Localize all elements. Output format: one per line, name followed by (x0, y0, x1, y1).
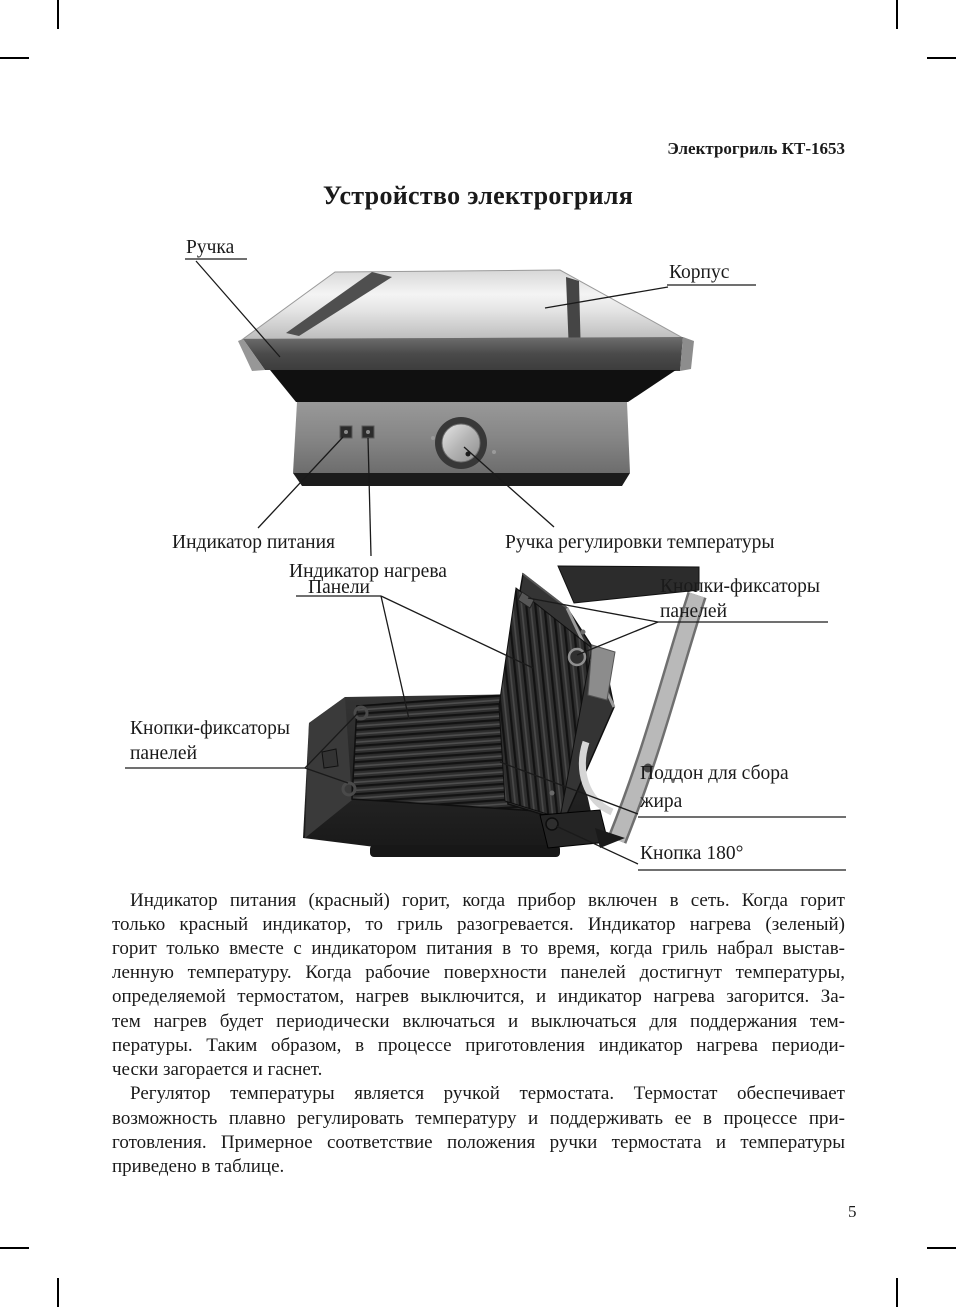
body-line: Индикатор питания (красный) горит, когда… (130, 890, 845, 911)
body-line: приведено в таблице. (112, 1156, 285, 1177)
hinge-arm-hole (643, 763, 653, 773)
label-latch-left-line1: Кнопки-фиксаторы (130, 718, 290, 739)
body-line: определяемой термостатом, нагрев выключи… (112, 986, 845, 1007)
side-latch-button (321, 748, 339, 769)
crop-mark-bottom-right-v (896, 1278, 898, 1307)
crop-mark-top-left-h (0, 57, 29, 59)
crop-mark-bottom-left-v (57, 1278, 59, 1307)
label-handle: Ручка (186, 237, 235, 258)
figure1-leader-lines (185, 258, 756, 557)
hinge-arm (610, 592, 705, 843)
hinge-bracket (587, 644, 616, 701)
body-line: только красный индикатор, то гриль разог… (112, 914, 845, 935)
label-button-180: Кнопка 180° (640, 843, 744, 864)
base-foot-strip (293, 473, 630, 486)
page-header: Электрогриль КТ-1653 (667, 139, 845, 158)
crop-mark-bottom-left-h (0, 1247, 29, 1249)
label-latch-right-line2: панелей (660, 601, 728, 622)
label-latch-left-line2: панелей (130, 743, 198, 764)
drip-tray (579, 740, 614, 816)
crop-mark-top-right-h (927, 57, 956, 59)
open-grill-handle (557, 565, 700, 604)
label-drip-tray-line2: жира (640, 791, 683, 812)
handle-band-right-cap (680, 337, 694, 371)
figure2-leader-lines (125, 595, 846, 871)
grill-mid-shadow (270, 370, 676, 402)
body-line: тем нагрев будет периодически включаться… (112, 1011, 845, 1032)
label-latch-right-line1: Кнопки-фиксаторы (660, 576, 820, 597)
crop-mark-top-right-v (896, 0, 898, 29)
figure2-open-grill (303, 565, 707, 857)
body-line: возможность плавно регулировать температ… (112, 1108, 845, 1129)
body-line: горит только вместе с индикатором питани… (112, 938, 845, 959)
handle-band-left-cap (238, 339, 265, 371)
button-180 (545, 817, 559, 831)
lower-panel-latch-top (353, 705, 369, 721)
label-temp-knob: Ручка регулировки температуры (505, 532, 775, 553)
body-line: Регулятор температуры является ручкой те… (130, 1083, 845, 1104)
lid-left-edge (286, 272, 392, 336)
upper-panel-latch-button (567, 647, 587, 667)
body-line: готовления. Примерное соответствие полож… (112, 1132, 845, 1153)
knob-pointer-dot (465, 451, 471, 457)
handle-front-band (243, 337, 683, 371)
lower-panel-latch-bottom (341, 781, 357, 797)
label-power-indicator: Индикатор питания (172, 532, 335, 553)
body-line: ленную температуру. Когда рабочие поверх… (112, 962, 845, 983)
grill-feet (370, 845, 560, 857)
crop-mark-bottom-right-h (927, 1247, 956, 1249)
upper-grill-panel (498, 587, 593, 819)
label-housing: Корпус (669, 262, 730, 283)
upper-panel-latch-tab (517, 591, 535, 609)
page-number: 5 (848, 1202, 857, 1221)
body-line: чески загорается и гаснет. (112, 1059, 323, 1080)
crop-mark-top-left-v (57, 0, 59, 29)
figure1-closed-grill (238, 269, 694, 486)
label-drip-tray-line1: Поддон для сбора (640, 763, 789, 784)
label-panels: Панели (308, 577, 370, 598)
label-heat-indicator: Индикатор нагрева (289, 561, 447, 582)
body-line: пературы. Таким образом, в процессе приг… (112, 1035, 845, 1056)
page-title: Устройство электрогриля (322, 181, 634, 210)
